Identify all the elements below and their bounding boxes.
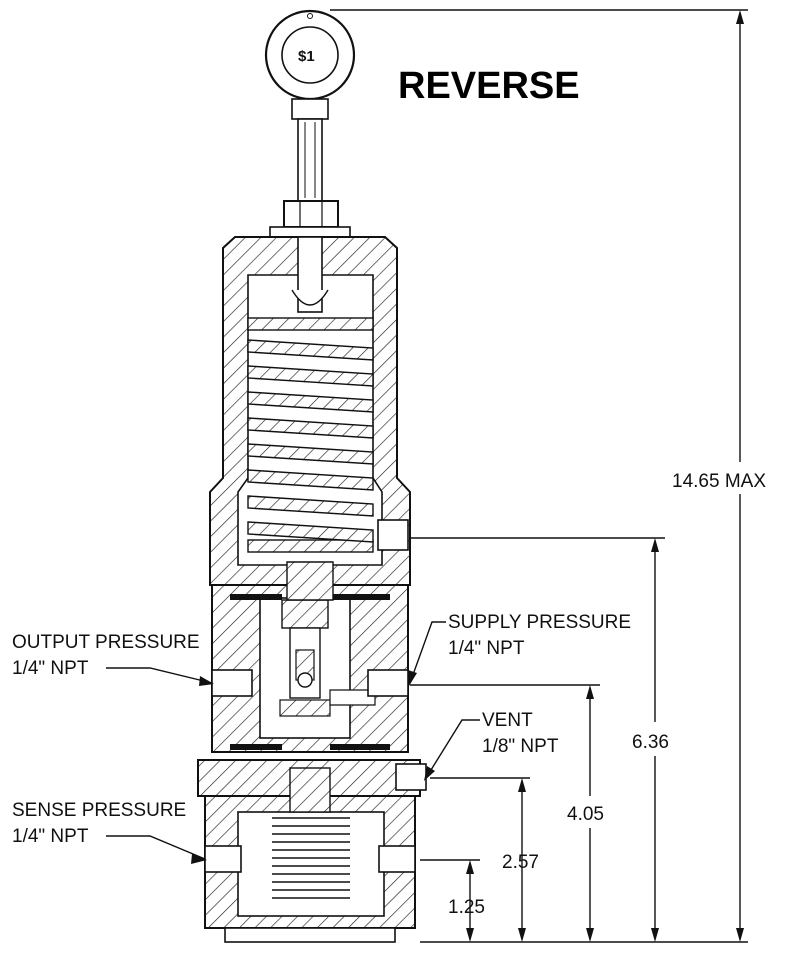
spring-coil (247, 495, 374, 517)
spring-coil (247, 365, 374, 387)
sense-pressure-size: 1/4" NPT (12, 826, 89, 847)
spring-coil (247, 417, 374, 439)
drawing-title: REVERSE (398, 65, 580, 107)
lower-body (197, 759, 427, 943)
sense-pressure-label: SENSE PRESSURE (12, 800, 186, 821)
spring-coil (247, 339, 374, 361)
dimension-overall: 14.65 MAX (672, 10, 766, 942)
lifting-eye: $1 (264, 9, 356, 202)
supply-pressure-size: 1/4" NPT (448, 638, 525, 659)
spring-coil (247, 391, 374, 413)
range-spring (247, 339, 374, 543)
output-pressure-size: 1/4" NPT (12, 658, 89, 679)
spring-coil (247, 443, 374, 465)
upper-body (211, 519, 409, 753)
dimension-sense-value: 2.57 (502, 852, 539, 873)
vent-label: VENT (482, 710, 533, 731)
callout-vent: VENT 1/8" NPT (424, 710, 559, 781)
supply-pressure-label: SUPPLY PRESSURE (448, 612, 631, 633)
dimension-overall-value: 14.65 MAX (672, 471, 766, 492)
callout-sense-pressure: SENSE PRESSURE 1/4" NPT (12, 800, 207, 864)
dimension-sense: 2.57 (502, 778, 539, 942)
spring-coil (247, 521, 374, 543)
output-pressure-label: OUTPUT PRESSURE (12, 632, 200, 653)
dimension-supply: 6.36 (632, 538, 669, 942)
dimension-vent: 4.05 (567, 685, 604, 942)
ring-marking: $1 (298, 48, 315, 65)
callout-supply-pressure: SUPPLY PRESSURE 1/4" NPT (408, 612, 631, 686)
spring-coil (247, 469, 374, 491)
lock-nut (269, 200, 351, 238)
dimension-supply-value: 6.36 (632, 732, 669, 753)
dimension-base: 1.25 (448, 860, 485, 942)
dimension-vent-value: 4.05 (567, 804, 604, 825)
callout-output-pressure: OUTPUT PRESSURE 1/4" NPT (12, 632, 214, 686)
vent-size: 1/8" NPT (482, 736, 559, 757)
dimension-base-value: 1.25 (448, 897, 485, 918)
